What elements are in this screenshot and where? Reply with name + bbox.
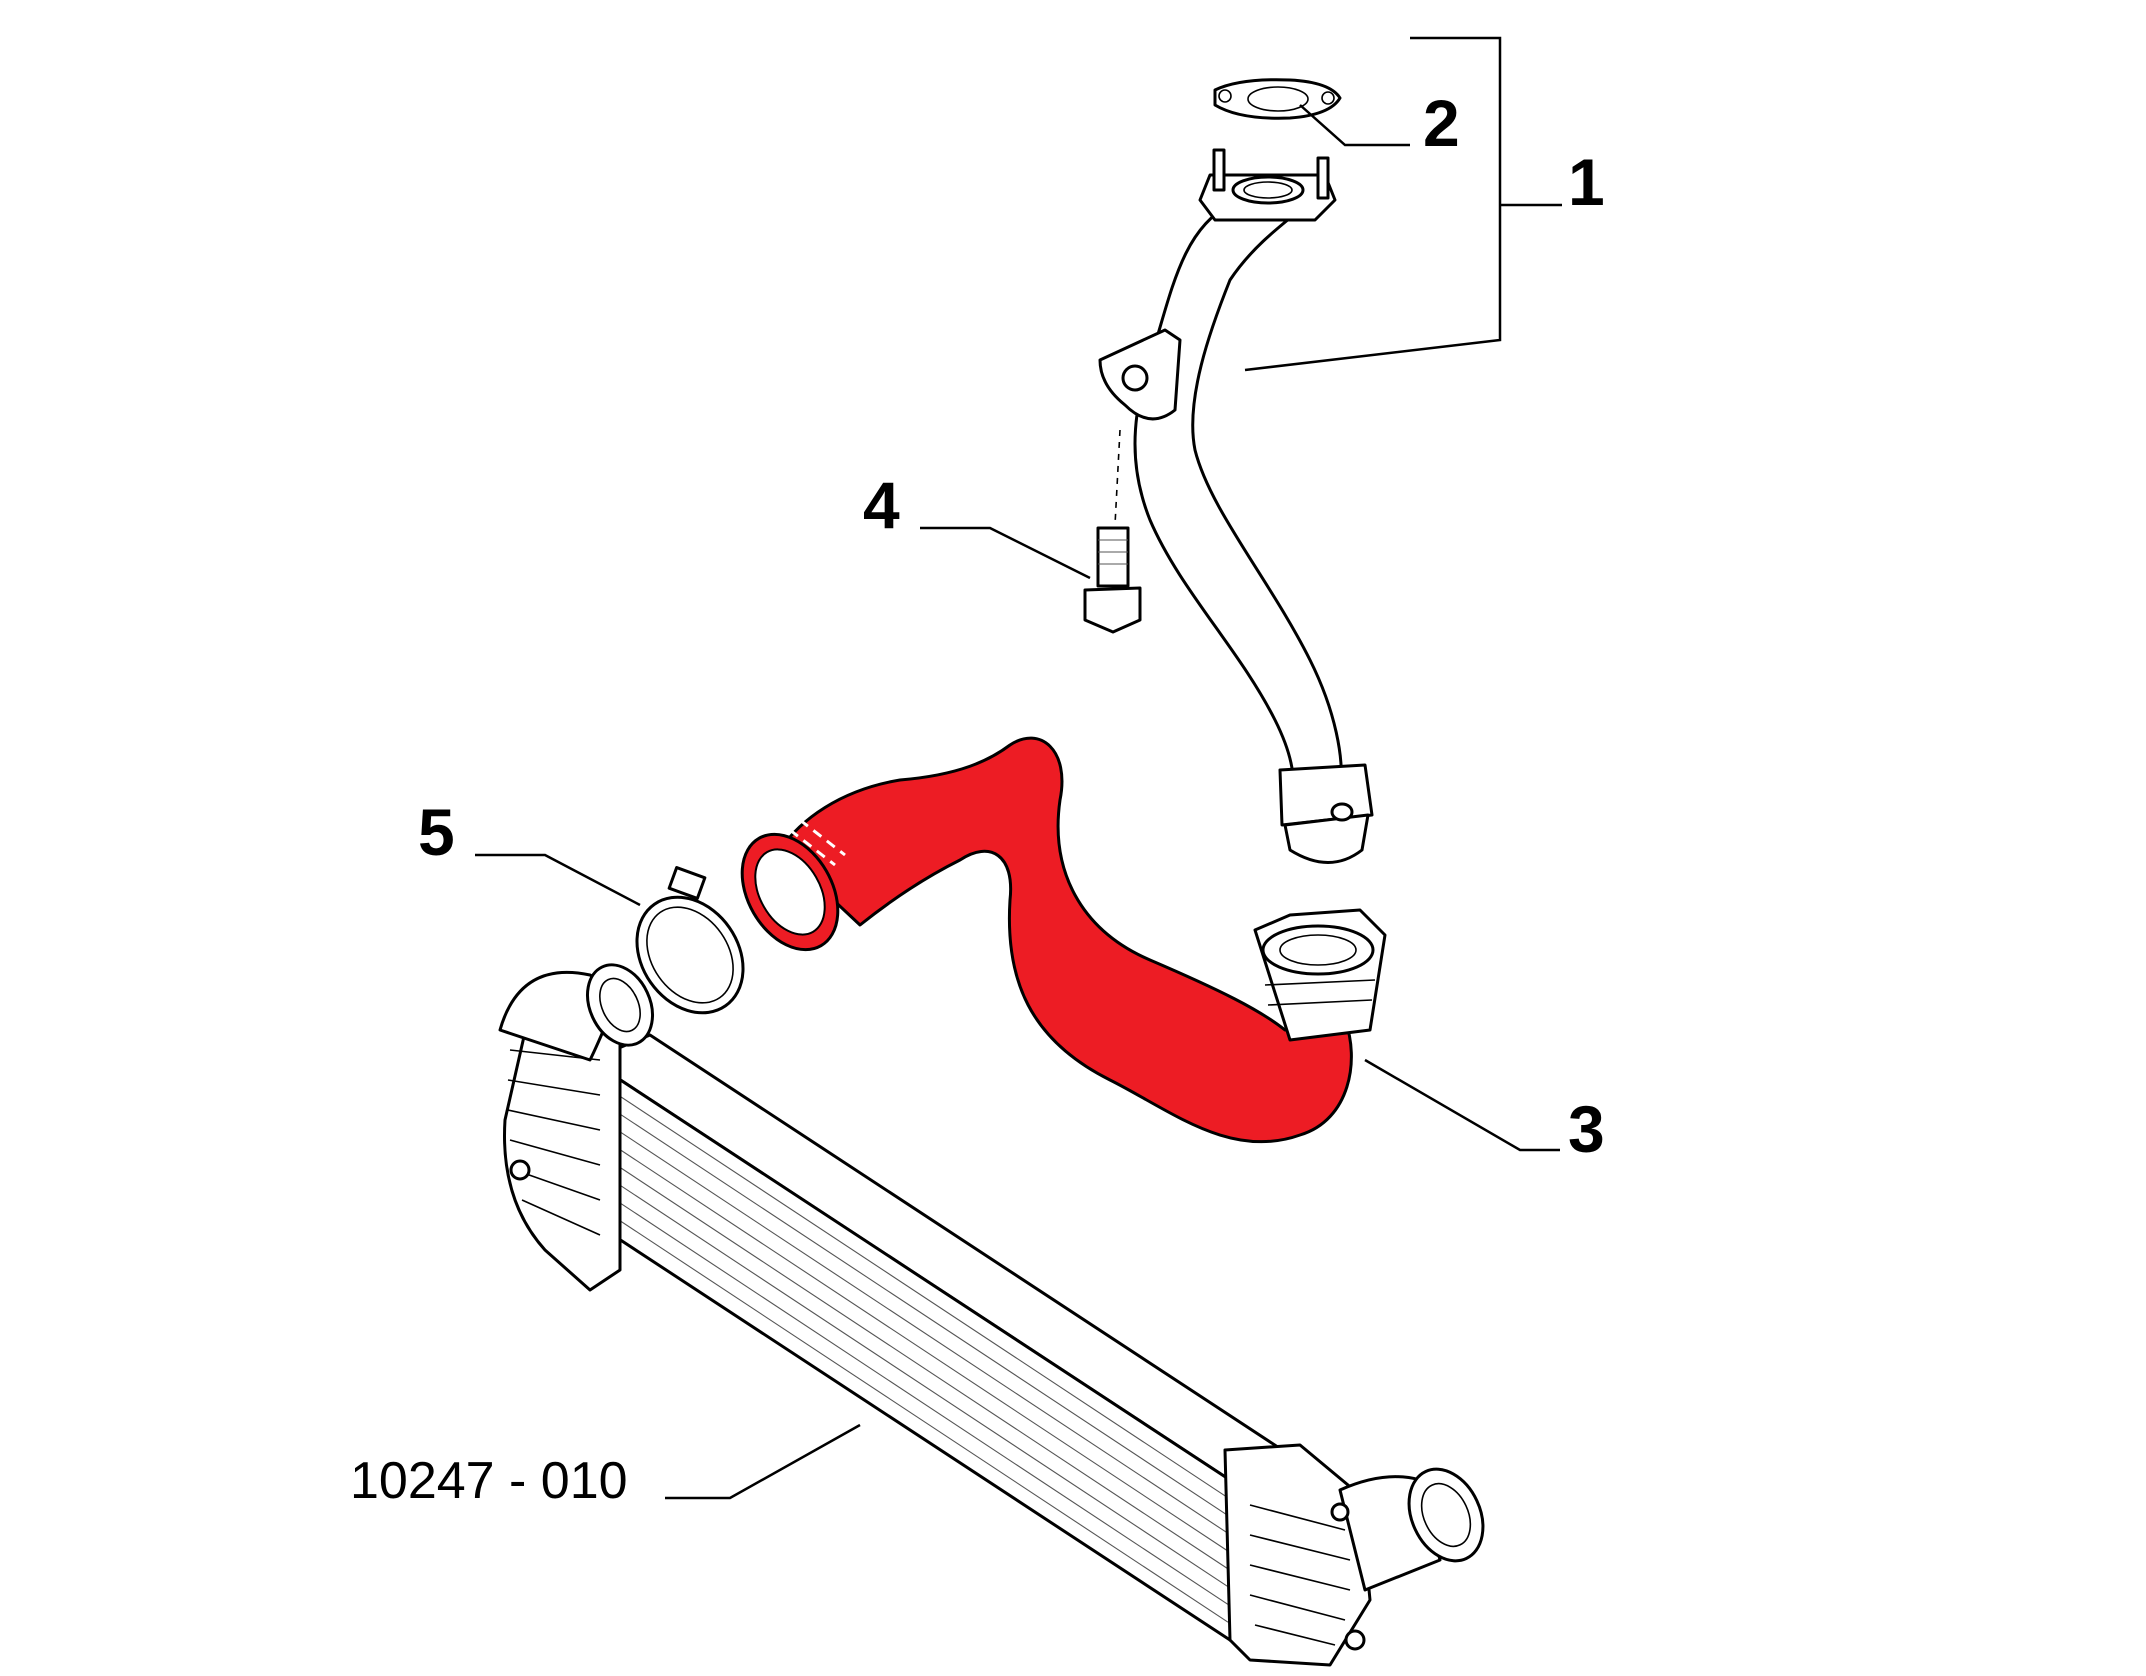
gasket-icon [1213, 78, 1342, 120]
clamp-icon [635, 866, 745, 1015]
callout-4: 4 [863, 468, 900, 542]
intercooler-fin [591, 1095, 1229, 1517]
intercooler-fin [591, 1166, 1229, 1588]
intercooler-fin [591, 1148, 1229, 1570]
callout-2: 2 [1423, 86, 1460, 160]
hose-icon [740, 736, 1387, 1144]
bolt-icon [1083, 429, 1142, 634]
intercooler-icon [498, 963, 1485, 1667]
intercooler-fin [591, 1130, 1229, 1552]
intercooler-fin [591, 1183, 1229, 1605]
reference-code: 10247 - 010 [350, 1452, 628, 1510]
intercooler-fin [591, 1077, 1229, 1499]
callout-5: 5 [418, 795, 455, 869]
callout-1: 1 [1568, 145, 1605, 219]
intercooler-fin [591, 1201, 1229, 1623]
callout-3: 3 [1568, 1092, 1605, 1166]
metal-pipe-icon [1098, 148, 1374, 864]
leader-lines [475, 36, 1562, 1500]
intercooler-fin [591, 1112, 1229, 1534]
